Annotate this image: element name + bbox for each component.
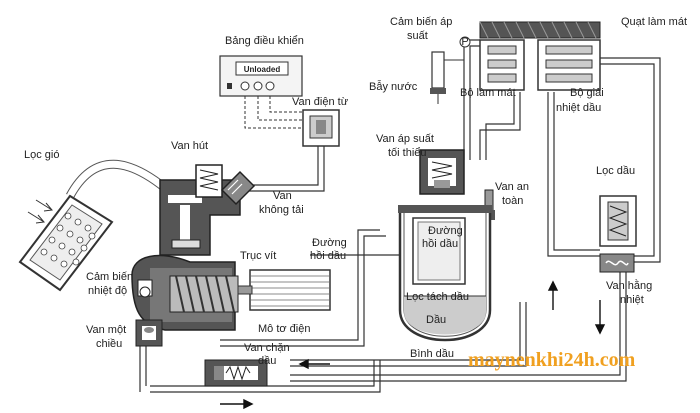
oil-stop-valve — [204, 359, 268, 387]
label-oil-return-2: hồi dầu — [310, 250, 346, 262]
cooling-fan — [479, 21, 601, 39]
oil-tank — [398, 205, 492, 342]
label-fan: Quạt làm mát — [621, 16, 687, 28]
panel-knob — [265, 81, 275, 91]
check-valve — [135, 319, 163, 347]
label-oil-tank: Bình dầu — [410, 348, 454, 360]
oil-cooler — [537, 39, 601, 91]
panel-knob — [253, 81, 263, 91]
intake-valve — [159, 164, 241, 256]
screw-rotor — [169, 275, 239, 313]
label-min-pressure: Van áp suất — [376, 133, 434, 145]
label-oil-return-inner: Đường — [428, 225, 463, 237]
label-temp-sensor: Cảm biến — [86, 271, 133, 283]
label-safety-valve: Van an — [495, 181, 529, 193]
solenoid-valve — [302, 109, 340, 147]
labels: Bảng điều khiển Lọc gió Van hút Van điện… — [24, 16, 687, 367]
pressure-sensor: P — [459, 36, 471, 48]
label-thermostat: Van hằng — [606, 279, 652, 292]
label-oil-return: Đường — [312, 237, 347, 249]
label-unload-valve: Van — [273, 190, 292, 202]
min-pressure-valve — [419, 149, 465, 195]
electric-motor — [237, 269, 331, 311]
label-water-trap: Bẫy nước — [369, 80, 418, 93]
label-oil-separator: Lọc tách dầu — [406, 291, 469, 303]
panel-display: Unloaded — [244, 65, 281, 74]
watermark: maynenkhi24h.com — [468, 349, 636, 371]
compressor-housing — [131, 254, 239, 331]
thermostat-valve — [599, 253, 635, 273]
label-unload-valve-2: không tải — [259, 204, 304, 216]
label-pressure-sensor-2: suất — [407, 30, 428, 42]
label-screw: Trục vít — [240, 250, 276, 262]
label-thermostat-2: nhiệt — [620, 294, 644, 306]
water-trap — [430, 51, 464, 104]
label-oil-return-inner-2: hồi dầu — [422, 238, 458, 250]
label-oil-stop: Van chặn — [244, 342, 290, 354]
oil-filter — [599, 195, 637, 247]
label-check-valve: Van một — [86, 324, 126, 336]
label-oil-cooler: Bộ giải — [570, 87, 604, 99]
label-oil-filter: Lọc dầu — [596, 165, 635, 177]
label-air-filter: Lọc gió — [24, 149, 59, 161]
label-pressure-sensor: Cảm biến áp — [390, 16, 452, 28]
aftercooler — [479, 39, 525, 91]
label-oil-cooler-2: nhiệt dầu — [556, 102, 601, 114]
label-temp-sensor-2: nhiệt độ — [88, 285, 127, 297]
label-oil-stop-2: dầu — [258, 355, 276, 367]
label-safety-valve-2: toàn — [502, 195, 523, 207]
label-solenoid-valve: Van điện từ — [292, 96, 349, 108]
control-wiring — [244, 96, 303, 129]
label-aftercooler: Bộ làm mát — [460, 87, 516, 99]
panel-knob — [240, 81, 250, 91]
pressure-mark: P — [461, 36, 468, 48]
label-check-valve-2: chiều — [96, 338, 122, 350]
label-intake-valve: Van hút — [171, 140, 208, 152]
label-control-panel: Bảng điều khiển — [225, 35, 304, 47]
flow-arrows — [220, 280, 606, 410]
control-panel: Unloaded — [219, 55, 303, 97]
label-oil: Dầu — [426, 314, 446, 326]
air-filter — [18, 194, 114, 292]
label-min-pressure-2: tối thiểu — [388, 147, 427, 159]
unload-valve — [220, 170, 256, 206]
label-motor: Mô tơ điện — [258, 323, 310, 335]
